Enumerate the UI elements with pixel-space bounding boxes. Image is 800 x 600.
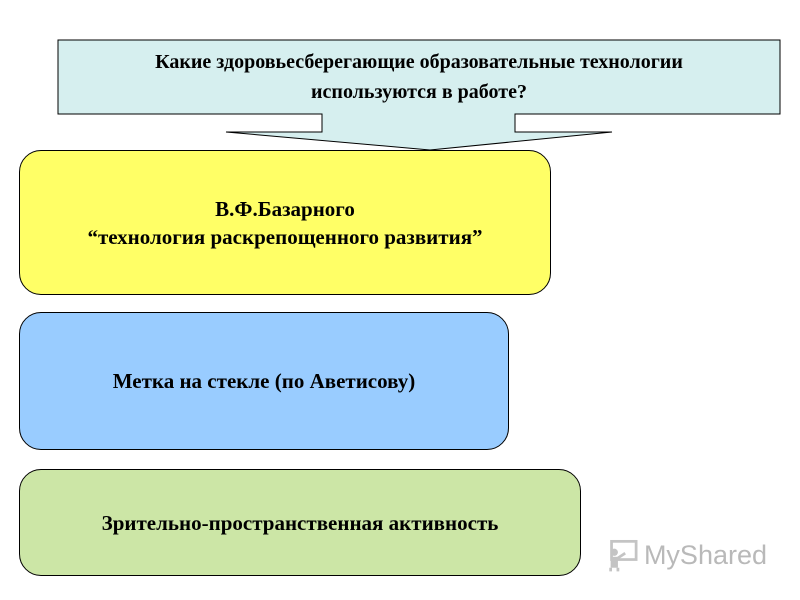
technology-box-bazarny: В.Ф.Базарного “технология раскрепощенног… bbox=[19, 150, 551, 295]
watermark-text: MyShared bbox=[643, 539, 767, 570]
technology-title: Зрительно-пространственная активность bbox=[101, 510, 499, 535]
technology-author: В.Ф.Базарного bbox=[215, 196, 355, 221]
technology-box-avetisov: Метка на стекле (по Аветисову) bbox=[19, 312, 509, 450]
chalkboard-teacher-icon bbox=[609, 539, 638, 572]
technology-title: Метка на стекле (по Аветисову) bbox=[112, 369, 416, 393]
technology-title: “технология раскрепощенного развития” bbox=[87, 224, 483, 249]
question-line-1: Какие здоровьесберегающие образовательны… bbox=[155, 51, 683, 73]
question-text: Какие здоровьесберегающие образовательны… bbox=[58, 40, 780, 114]
watermark-logo: MyShared bbox=[607, 535, 767, 575]
question-callout: Какие здоровьесберегающие образовательны… bbox=[0, 0, 800, 160]
technology-box-visual-spatial: Зрительно-пространственная активность bbox=[19, 469, 581, 576]
question-line-2: используются в работе? bbox=[311, 81, 527, 103]
question-callout-shape bbox=[57, 39, 781, 151]
